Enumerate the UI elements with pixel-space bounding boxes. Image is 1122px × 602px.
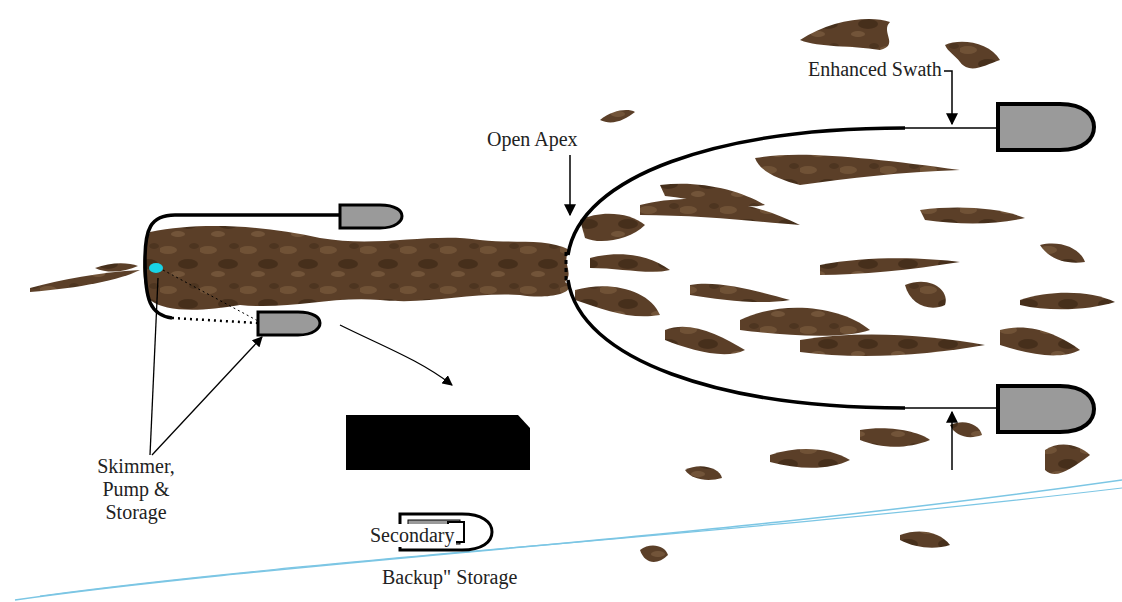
apex-arrow [569, 155, 571, 215]
skimmer-boat [340, 205, 402, 228]
tow-line [905, 407, 998, 409]
oil-slick [95, 263, 138, 271]
shoreline [40, 488, 1122, 596]
tow-boat [998, 104, 1094, 150]
leader-line [150, 278, 158, 455]
transfer-arrow [340, 325, 452, 385]
skimmer [149, 263, 163, 273]
callout-label: Enhanced Swath [806, 58, 944, 81]
sweep-boom [568, 128, 905, 408]
oil-slick [30, 270, 140, 292]
swath-arrow [951, 412, 953, 470]
callout-label: Secondary [368, 524, 456, 547]
skimmer-hose [163, 270, 260, 322]
oil-plume [143, 226, 570, 310]
callout-label: Skimmer, Pump & Storage [86, 455, 186, 524]
storage-barge [346, 415, 530, 470]
shoreline [15, 480, 1122, 600]
callout-label: Backup" Storage [380, 566, 519, 589]
open-apex-gap [565, 252, 568, 284]
tow-line [905, 127, 998, 129]
collection-boom [145, 215, 340, 318]
leader-line [152, 337, 262, 455]
collection-boom-open [172, 318, 258, 323]
tow-boat [998, 386, 1094, 432]
skimmer-boat [258, 312, 320, 335]
callout-label: Open Apex [485, 128, 580, 151]
oil-slicks [575, 19, 1115, 562]
